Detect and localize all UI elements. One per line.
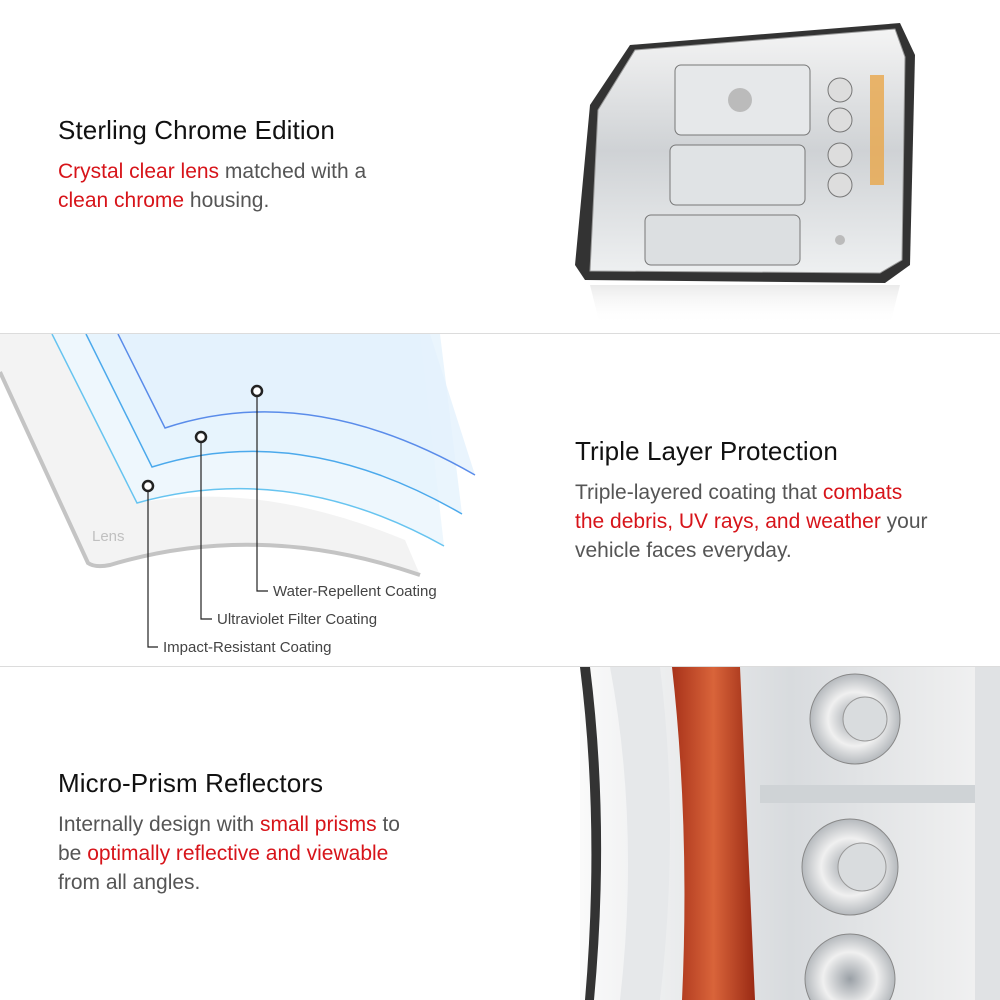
highlight-text: Crystal clear lens [58, 160, 220, 183]
section-micro-prism: Micro-Prism Reflectors Internally design… [0, 667, 1000, 1000]
highlight-text: the debris, UV rays, and weather [575, 510, 881, 533]
highlight-text: optimally reflective and viewable [87, 842, 389, 865]
body-text: Triple-layered coating that [575, 481, 823, 504]
section-title: Triple Layer Protection [575, 436, 838, 466]
section-sterling-chrome: Sterling Chrome Edition Crystal clear le… [0, 0, 1000, 333]
body-text: housing. [184, 189, 270, 212]
uv-layer-marker [194, 430, 208, 444]
highlight-text: clean chrome [58, 189, 185, 212]
body-text: matched with a [219, 160, 367, 183]
lens-layer [0, 334, 420, 575]
body-text: from all angles. [58, 871, 201, 894]
headlight-image [575, 23, 915, 325]
reflector-closeup-image [580, 667, 1000, 1000]
uv-filter-label: Ultraviolet Filter Coating [217, 611, 377, 628]
section-description: Internally design with small prisms to b… [58, 810, 400, 897]
water-layer-marker [250, 384, 264, 398]
section-description: Triple-layered coating that combats the … [575, 478, 928, 565]
body-text: to [376, 813, 400, 836]
water-layer [118, 334, 475, 475]
body-text: your [880, 510, 928, 533]
section-divider [0, 666, 1000, 667]
section-title: Sterling Chrome Edition [58, 115, 335, 145]
section-description: Crystal clear lens matched with a clean … [58, 157, 366, 215]
highlight-text: combats [822, 481, 903, 504]
body-text: Internally design with [58, 813, 260, 836]
section-title: Micro-Prism Reflectors [58, 768, 324, 798]
water-repellent-label: Water-Repellent Coating [273, 583, 437, 600]
highlight-text: small prisms [259, 813, 377, 836]
body-text: be [58, 842, 88, 865]
impact-layer-marker [141, 479, 155, 493]
section-divider [0, 333, 1000, 334]
body-text: vehicle faces everyday. [575, 539, 792, 562]
section-triple-layer: Triple Layer Protection Triple-layered c… [0, 334, 1000, 666]
lens-label: Lens [92, 528, 125, 545]
impact-resistant-label: Impact-Resistant Coating [163, 639, 331, 656]
coating-layers-diagram: Lens Water-Repellent Coating Ultraviolet… [0, 334, 476, 656]
